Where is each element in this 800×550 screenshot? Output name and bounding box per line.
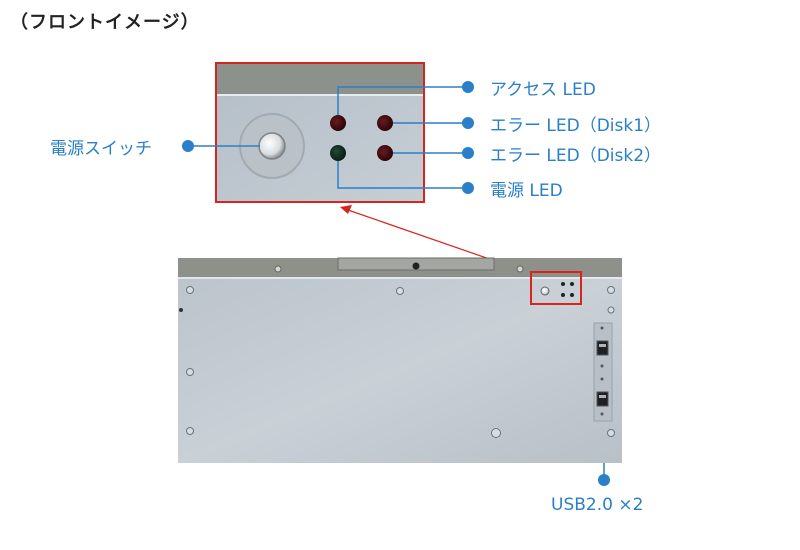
dot-power-switch bbox=[182, 140, 194, 152]
zoom-inset-top-strip bbox=[216, 63, 424, 95]
callout-leaders bbox=[188, 86, 605, 480]
label-error-disk2: エラー LED（Disk2） bbox=[490, 146, 662, 166]
power-led bbox=[330, 145, 346, 161]
error-led-disk2 bbox=[377, 145, 393, 161]
dot-error-disk2 bbox=[462, 147, 474, 159]
usb-ports bbox=[596, 326, 609, 416]
dot-access-led bbox=[462, 81, 474, 93]
error-led-disk1 bbox=[377, 115, 393, 131]
page-title: （フロントイメージ） bbox=[10, 12, 200, 33]
dot-power-led bbox=[462, 182, 474, 194]
access-led bbox=[330, 115, 346, 131]
label-usb: USB2.0 ×2 bbox=[551, 495, 644, 515]
highlight-box bbox=[530, 271, 582, 305]
leader-power-led bbox=[337, 161, 468, 189]
dot-usb bbox=[598, 474, 610, 486]
dot-error-disk1 bbox=[462, 117, 474, 129]
label-power-led: 電源 LED bbox=[490, 181, 563, 201]
device-front-panel bbox=[178, 257, 622, 463]
zoom-inset-border bbox=[215, 62, 425, 203]
label-access-led: アクセス LED bbox=[490, 80, 596, 100]
leader-access-led bbox=[337, 86, 468, 115]
power-switch-button bbox=[258, 132, 286, 160]
zoom-inset bbox=[215, 62, 425, 203]
device-face bbox=[178, 277, 622, 463]
label-error-disk1: エラー LED（Disk1） bbox=[490, 116, 662, 136]
label-power-switch: 電源スイッチ bbox=[50, 139, 152, 159]
panel-screws bbox=[186, 286, 615, 438]
